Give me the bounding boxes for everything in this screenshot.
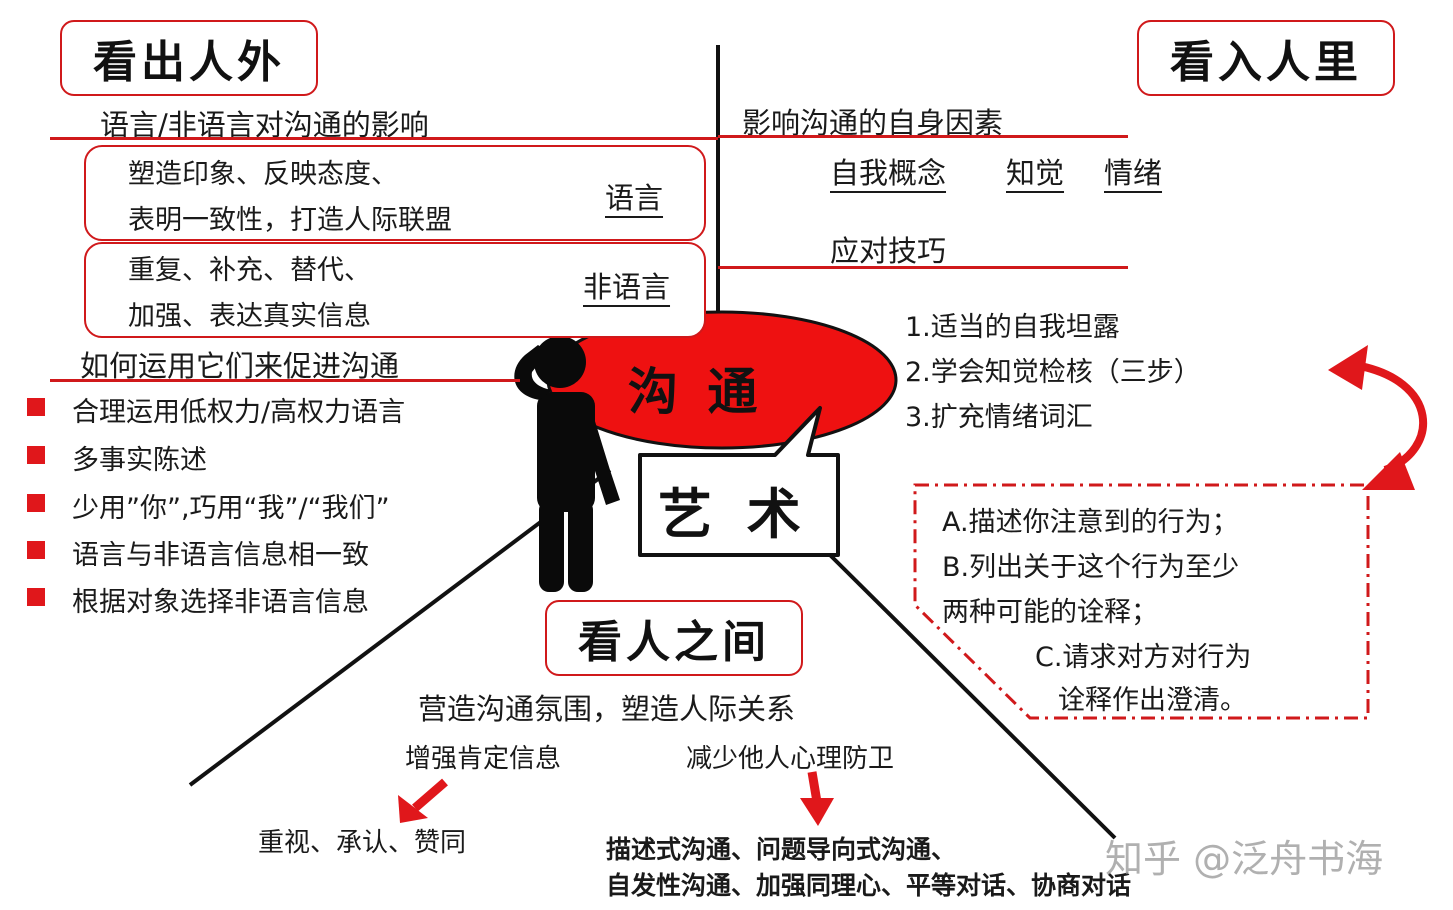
right-box-title: 看入人里 bbox=[1137, 20, 1395, 96]
right-diagonal-line bbox=[828, 553, 1117, 840]
skill-item: 2.学会知觉检核（三步） bbox=[905, 357, 1201, 388]
bullet-icon bbox=[27, 541, 45, 559]
left-section2-underline bbox=[50, 379, 520, 382]
center-title: 沟 通 bbox=[628, 363, 764, 421]
bottom-heading: 营造沟通氛围，塑造人际关系 bbox=[418, 692, 796, 726]
step-line-b2: 两种可能的诠释； bbox=[942, 597, 1158, 628]
bullet-icon bbox=[27, 494, 45, 512]
nonverbal-line-1: 重复、补充、替代、 bbox=[128, 255, 371, 286]
skill-item: 1.适当的自我坦露 bbox=[905, 312, 1120, 343]
left-section1-heading: 语言/非语言对沟通的影响 bbox=[100, 108, 429, 142]
bullet-icon bbox=[27, 588, 45, 606]
skills-underline bbox=[718, 266, 1128, 269]
bullet-icon bbox=[27, 398, 45, 416]
factor-self-concept: 自我概念 bbox=[830, 156, 947, 190]
bottom-box-title: 看人之间 bbox=[545, 600, 803, 676]
right-branch-result-line-1: 描述式沟通、问题导向式沟通、 bbox=[606, 835, 957, 864]
verbal-label: 语言 bbox=[605, 181, 664, 215]
verbal-box bbox=[84, 145, 706, 241]
left-branch-arrow-head bbox=[398, 795, 428, 823]
step-line-c: C.请求对方对行为 bbox=[1035, 642, 1252, 673]
verbal-line-2: 表明一致性，打造人际联盟 bbox=[128, 205, 452, 236]
right-branch-result-line-2: 自发性沟通、加强同理心、平等对话、协商对话 bbox=[606, 871, 1132, 900]
step-line-a: A.描述你注意到的行为； bbox=[942, 507, 1239, 538]
verbal-line-1: 塑造印象、反映态度、 bbox=[128, 159, 398, 190]
bullet-icon bbox=[27, 446, 45, 464]
left-box-title: 看出人外 bbox=[60, 20, 318, 96]
speech-bubble bbox=[638, 406, 840, 557]
watermark: 知乎 @泛舟书海 bbox=[1105, 837, 1384, 881]
curved-arrow-head-bottom bbox=[1362, 452, 1415, 490]
right-branch-label: 减少他人心理防卫 bbox=[686, 744, 895, 774]
right-heading-underline bbox=[718, 135, 1128, 138]
left-branch-arrow bbox=[412, 778, 448, 812]
thinking-person-icon bbox=[514, 336, 620, 592]
nonverbal-box bbox=[84, 242, 706, 338]
left-section1-underline bbox=[50, 137, 718, 140]
nonverbal-line-2: 加强、表达真实信息 bbox=[128, 301, 371, 332]
left-branch-label: 增强肯定信息 bbox=[405, 744, 562, 774]
bullet-item: 合理运用低权力/高权力语言 bbox=[72, 397, 406, 428]
curved-arrow bbox=[1354, 361, 1428, 474]
left-branch-result: 重视、承认、赞同 bbox=[258, 828, 467, 858]
right-branch-arrow bbox=[807, 771, 822, 803]
skills-heading: 应对技巧 bbox=[830, 234, 947, 268]
step-line-b: B.列出关于这个行为至少 bbox=[942, 552, 1240, 583]
curved-arrow-head-top bbox=[1328, 345, 1368, 390]
nonverbal-label: 非语言 bbox=[583, 270, 671, 304]
bullet-item: 语言与非语言信息相一致 bbox=[72, 540, 369, 571]
step-line-c2: 诠释作出澄清。 bbox=[1058, 685, 1247, 716]
left-section2-heading: 如何运用它们来促进沟通 bbox=[80, 349, 400, 383]
right-heading: 影响沟通的自身因素 bbox=[742, 106, 1004, 140]
right-branch-arrow-head bbox=[800, 798, 834, 826]
skill-item: 3.扩充情绪词汇 bbox=[905, 402, 1093, 433]
bullet-item: 少用”你”,巧用“我”/“我们” bbox=[72, 493, 390, 524]
center-subtitle: 艺 术 bbox=[658, 483, 809, 546]
factor-emotion: 情绪 bbox=[1104, 156, 1163, 190]
bullet-item: 多事实陈述 bbox=[72, 445, 207, 476]
factor-perception: 知觉 bbox=[1006, 156, 1065, 190]
steps-dashed-box bbox=[913, 483, 1370, 720]
bullet-item: 根据对象选择非语言信息 bbox=[72, 587, 369, 618]
